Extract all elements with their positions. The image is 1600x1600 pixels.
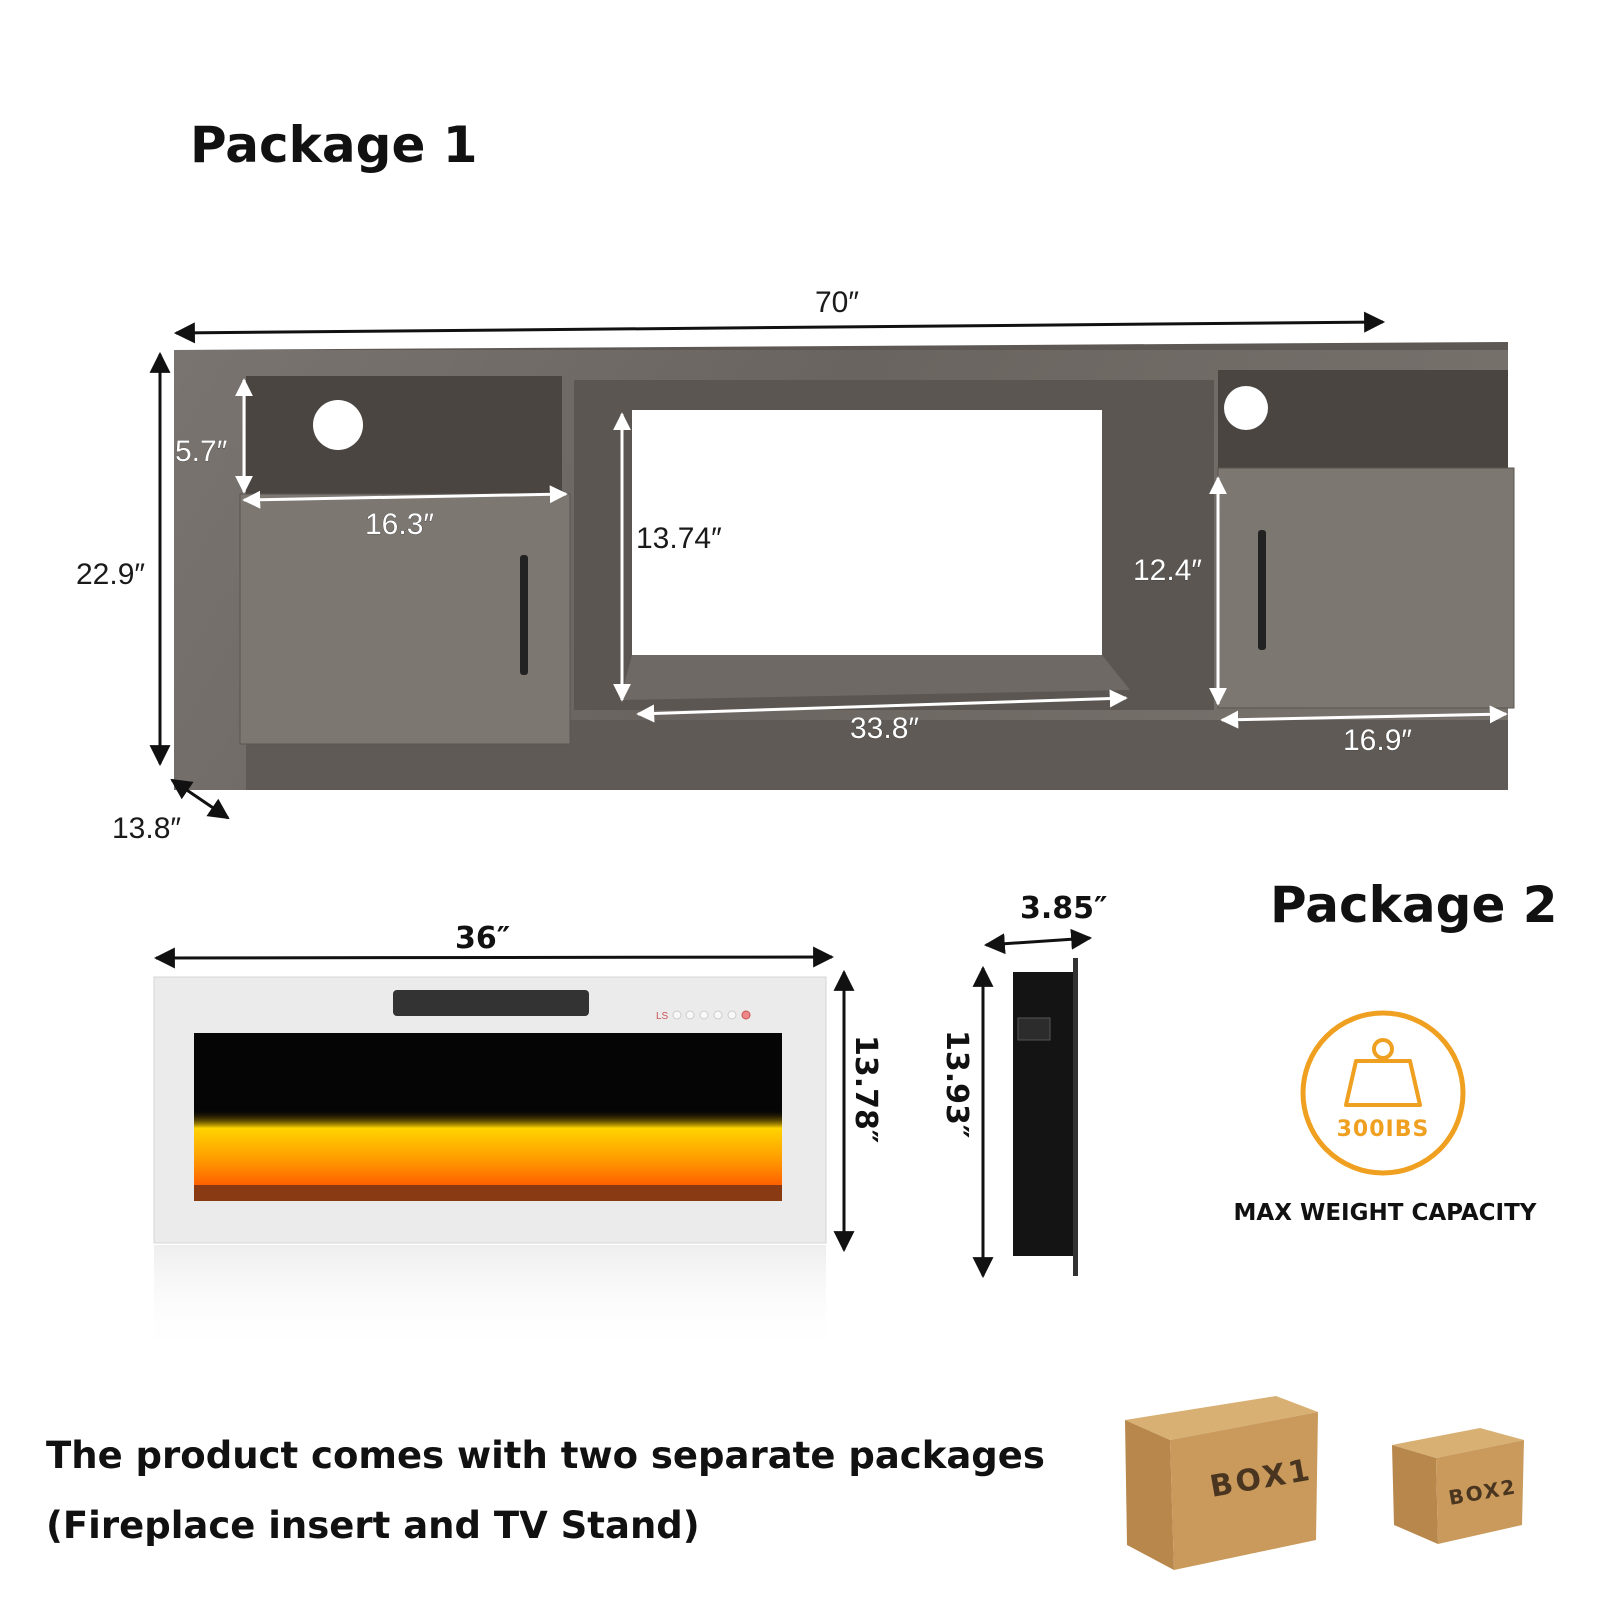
dim-side-height: 13.93″: [939, 1030, 974, 1138]
dim-width: 70″: [815, 286, 859, 319]
dim-insert-height: 13.78″: [848, 1035, 883, 1143]
footer-line-1: The product comes with two separate pack…: [46, 1434, 1045, 1477]
weight-capacity-badge: 300IBS: [1300, 1010, 1466, 1176]
box-1-image: BOX1: [1125, 1396, 1318, 1570]
dim-shelf-height: 5.7″: [175, 435, 228, 468]
dim-opening-height: 13.74″: [636, 522, 722, 555]
weight-value: 300IBS: [1337, 1117, 1430, 1142]
dim-depth: 13.8″: [112, 812, 181, 845]
dim-left-cabinet-width: 16.3″: [365, 508, 434, 541]
dim-opening-width: 33.8″: [850, 712, 919, 745]
dim-right-cabinet-width: 16.9″: [1343, 724, 1412, 757]
width-dimension-line: [173, 311, 1386, 344]
weight-icon: [1344, 1038, 1422, 1107]
control-panel-label: LS: [656, 1011, 669, 1022]
footer-line-2: (Fireplace insert and TV Stand): [46, 1504, 700, 1547]
dim-insert-width: 36″: [455, 921, 510, 956]
dim-insert-depth: 3.85″: [1020, 891, 1107, 926]
box-2-image: BOX2: [1392, 1428, 1524, 1544]
dim-right-cabinet-height: 12.4″: [1133, 554, 1202, 587]
fireplace-insert-image: LS: [153, 976, 827, 1355]
control-buttons: [672, 1010, 751, 1020]
package-1-title: Package 1: [190, 116, 478, 174]
depth-dimension-line: [170, 778, 230, 820]
fireplace-side-view-image: [1013, 958, 1078, 1276]
weight-caption: MAX WEIGHT CAPACITY: [1234, 1200, 1537, 1226]
package-2-title: Package 2: [1270, 876, 1558, 934]
tv-stand-image: [174, 342, 1515, 790]
dim-height: 22.9″: [76, 558, 145, 591]
power-icon: [741, 1010, 751, 1020]
